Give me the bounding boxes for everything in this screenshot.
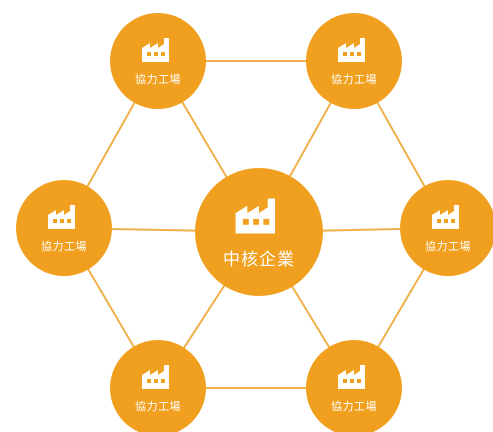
factory-icon xyxy=(48,205,75,229)
center-node-label: 中核企業 xyxy=(223,249,295,270)
partner-node-middle-left: 協力工場 xyxy=(16,180,112,276)
factory-icon xyxy=(338,365,365,389)
factory-icon xyxy=(338,38,365,62)
partner-node-label: 協力工場 xyxy=(41,240,87,253)
center-node: 中核企業 xyxy=(195,168,323,296)
partner-node-bottom-right: 協力工場 xyxy=(306,340,402,432)
factory-icon xyxy=(235,197,276,234)
factory-icon xyxy=(432,205,459,229)
partner-node-label: 協力工場 xyxy=(135,73,181,86)
partner-node-bottom-left: 協力工場 xyxy=(110,340,206,432)
partner-node-label: 協力工場 xyxy=(135,400,181,413)
partner-node-top-right: 協力工場 xyxy=(306,13,402,109)
partner-node-label: 協力工場 xyxy=(331,400,377,413)
partner-node-top-left: 協力工場 xyxy=(110,13,206,109)
partner-node-middle-right: 協力工場 xyxy=(400,180,493,276)
factory-icon xyxy=(142,38,169,62)
partner-node-label: 協力工場 xyxy=(331,73,377,86)
partner-node-label: 協力工場 xyxy=(425,240,471,253)
factory-icon xyxy=(142,365,169,389)
